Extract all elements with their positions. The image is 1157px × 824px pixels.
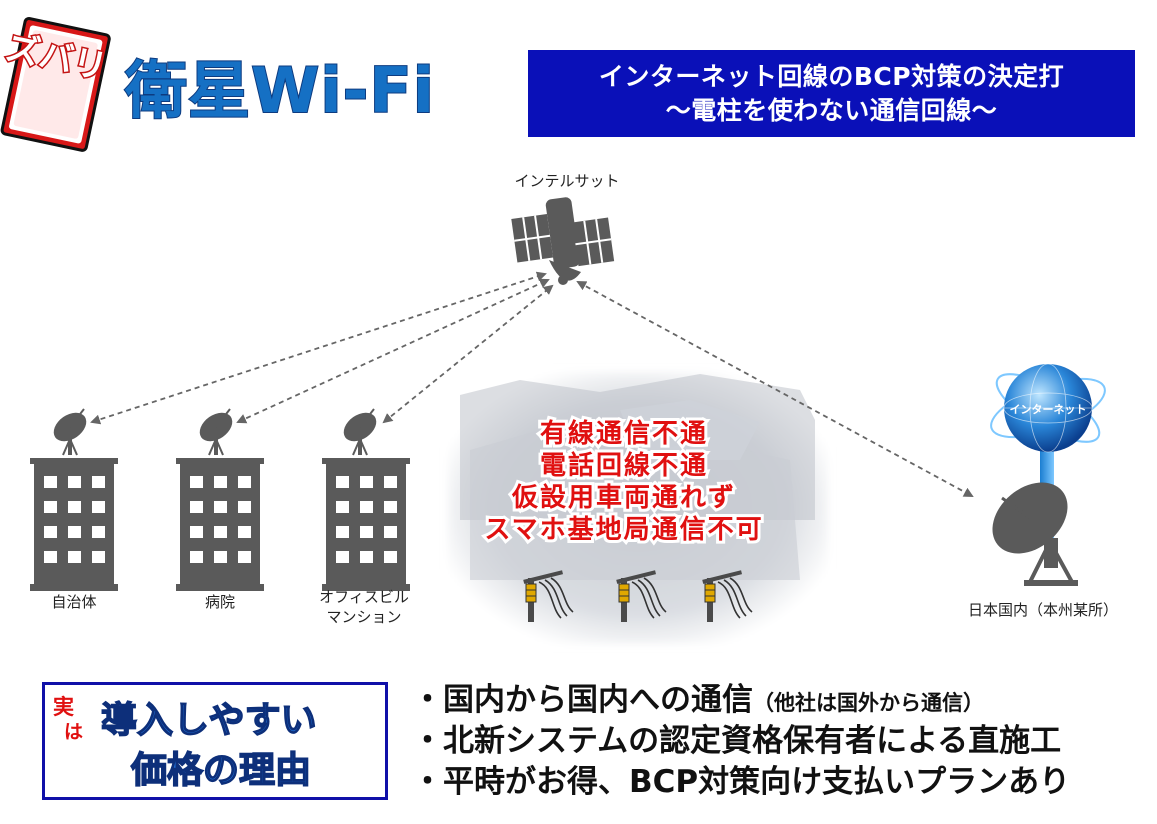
building-municipality — [30, 404, 118, 591]
building-label: 自治体 — [51, 593, 96, 611]
building-hospital — [176, 404, 264, 591]
logo-badge: ズバリ — [0, 17, 112, 152]
reason-wa: は — [64, 721, 84, 743]
connection-lines — [90, 271, 974, 497]
feature-point: ・北新システムの認定資格保有者による直施工 — [412, 721, 1152, 762]
feature-point-text: ・北新システムの認定資格保有者による直施工 — [412, 723, 1062, 759]
status-line: スマホ基地局通信不可 — [484, 515, 763, 545]
reason-jitsu: 実 — [53, 695, 74, 719]
logo-text: 衛星Wi-Fi — [124, 54, 435, 127]
logo: ズバリ 衛星Wi-Fi 衛星Wi-Fi — [0, 17, 439, 152]
satellite-label: インテルサット — [514, 172, 619, 190]
svg-text:衛星Wi-Fi: 衛星Wi-Fi — [124, 54, 435, 127]
feature-points: ・国内から国内への通信（他社は国外から通信） ・北新システムの認定資格保有者によ… — [412, 680, 1152, 803]
building-label: マンション — [326, 608, 401, 626]
header-banner: インターネット回線のBCP対策の決定打 ～電柱を使わない通信回線～ — [528, 50, 1135, 137]
banner-line2: ～電柱を使わない通信回線～ — [665, 96, 998, 125]
reason-line2: 価格の理由 — [130, 749, 312, 792]
network-diagram: インテルサット 自治体 病院 オフィスビル マンション 有線通信不通 電話回線不… — [30, 172, 1118, 644]
feature-point-text: ・国内から国内への通信 — [412, 682, 753, 718]
status-line: 電話回線不通 — [540, 450, 708, 481]
building-label: 病院 — [205, 593, 235, 611]
status-line: 仮設用車両通れず — [511, 482, 736, 513]
building-label: オフィスビル — [319, 588, 409, 606]
reason-line1: 導入しやすい — [100, 699, 317, 742]
feature-point-text: ・平時がお得、BCP対策向け支払いプランあり — [412, 764, 1071, 800]
feature-point: ・国内から国内への通信（他社は国外から通信） — [412, 680, 1152, 721]
ground-station-dish-icon — [992, 482, 1078, 586]
globe-label: インターネット — [1010, 403, 1087, 416]
status-line: 有線通信不通 — [540, 418, 708, 449]
feature-point: ・平時がお得、BCP対策向け支払いプランあり — [412, 762, 1152, 803]
reason-box: 実 は 導入しやすい 価格の理由 — [42, 682, 388, 800]
feature-point-note: （他社は国外から通信） — [753, 691, 984, 715]
disaster-status-list: 有線通信不通 電話回線不通 仮設用車両通れず スマホ基地局通信不可 — [481, 415, 764, 548]
satellite-icon — [511, 197, 615, 285]
building-office — [322, 404, 410, 591]
ground-station-label: 日本国内（本州某所） — [968, 601, 1118, 619]
banner-line1: インターネット回線のBCP対策の決定打 — [598, 62, 1065, 91]
